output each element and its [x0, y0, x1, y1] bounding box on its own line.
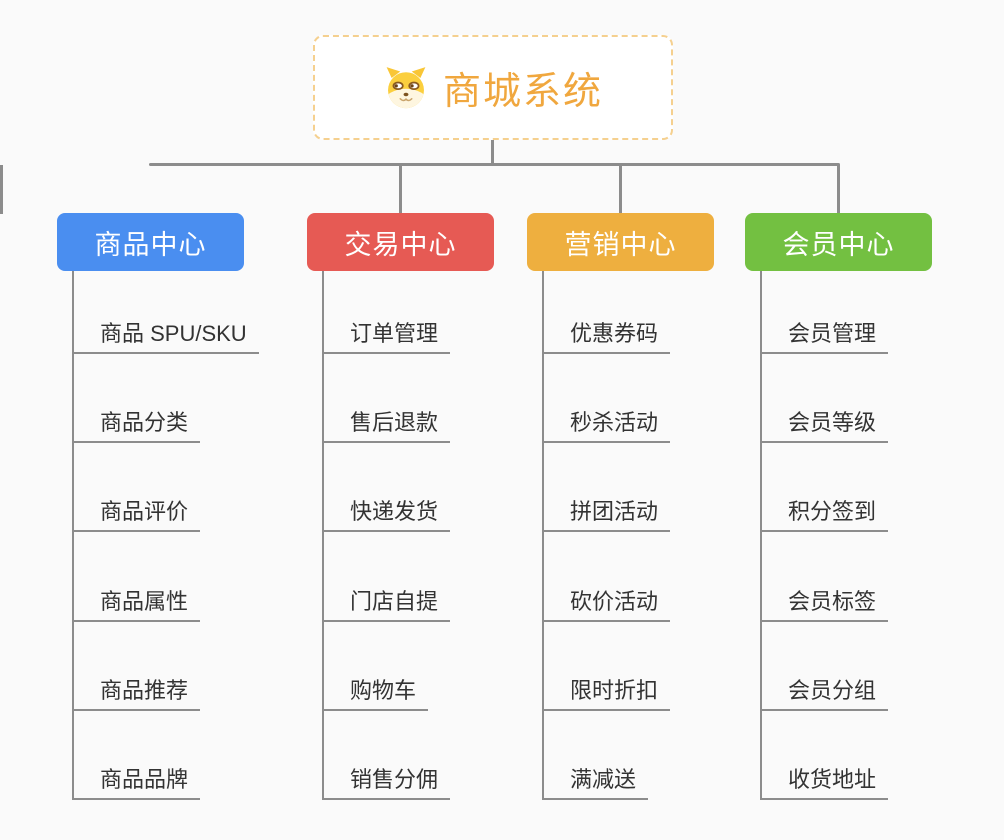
connector-drop: [619, 165, 622, 214]
branch-label: 营销中心: [564, 229, 677, 260]
branch-column: 会员中心 会员管理会员等级积分签到会员标签会员分组收货地址: [745, 213, 932, 813]
leaf-item[interactable]: 商品 SPU/SKU: [72, 318, 259, 354]
branch-trunk-connector: [760, 271, 762, 800]
leaf-item[interactable]: 优惠券码: [542, 318, 671, 354]
branch-column: 交易中心 订单管理售后退款快递发货门店自提购物车销售分佣: [307, 213, 494, 813]
leaf-item[interactable]: 砍价活动: [542, 586, 671, 622]
leaf-item[interactable]: 商品分类: [72, 407, 201, 443]
connector-drop: [0, 165, 3, 214]
branch-column: 商品中心 商品 SPU/SKU 商品分类商品评价商品属性商品推荐商品品牌: [57, 213, 259, 813]
leaf-item[interactable]: 限时折扣: [542, 675, 671, 711]
branch-label: 商品中心: [94, 229, 207, 260]
doge-icon: [386, 66, 426, 108]
leaf-item[interactable]: 快递发货: [322, 496, 451, 532]
leaf-item[interactable]: 销售分佣: [322, 764, 451, 800]
leaf-item[interactable]: 积分签到: [760, 496, 889, 532]
leaf-item[interactable]: 会员分组: [760, 675, 889, 711]
root-title: 商城系统: [442, 71, 603, 113]
connector-drop: [399, 165, 402, 214]
branch-bus-connector: [149, 163, 840, 166]
root-stem-connector: [491, 140, 494, 164]
branch-trunk-connector: [72, 271, 74, 800]
root-node[interactable]: 商城系统: [313, 35, 673, 140]
leaf-item[interactable]: 会员管理: [760, 318, 889, 354]
leaf-item[interactable]: 商品品牌: [72, 764, 201, 800]
branch-head[interactable]: 会员中心: [745, 213, 932, 271]
leaf-item[interactable]: 订单管理: [322, 318, 451, 354]
leaf-item[interactable]: 会员标签: [760, 586, 889, 622]
leaf-item[interactable]: 购物车: [322, 675, 429, 711]
branch-head[interactable]: 交易中心: [307, 213, 494, 271]
leaf-item[interactable]: 售后退款: [322, 407, 451, 443]
branch-trunk-connector: [542, 271, 544, 800]
leaf-item[interactable]: 会员等级: [760, 407, 889, 443]
leaf-item[interactable]: 商品推荐: [72, 675, 201, 711]
branch-label: 交易中心: [344, 229, 457, 260]
branch-label: 会员中心: [782, 229, 895, 260]
leaf-item[interactable]: 门店自提: [322, 586, 451, 622]
branch-trunk-connector: [322, 271, 324, 800]
connector-drop: [837, 165, 840, 214]
leaf-item[interactable]: 商品属性: [72, 586, 201, 622]
leaf-item[interactable]: 秒杀活动: [542, 407, 671, 443]
branch-head[interactable]: 商品中心: [57, 213, 244, 271]
leaf-item[interactable]: 满减送: [542, 764, 649, 800]
branch-head[interactable]: 营销中心: [527, 213, 714, 271]
leaf-item[interactable]: 拼团活动: [542, 496, 671, 532]
leaf-item[interactable]: 商品评价: [72, 496, 201, 532]
branch-column: 营销中心 优惠券码秒杀活动拼团活动砍价活动限时折扣满减送: [527, 213, 714, 813]
leaf-item[interactable]: 收货地址: [760, 764, 889, 800]
